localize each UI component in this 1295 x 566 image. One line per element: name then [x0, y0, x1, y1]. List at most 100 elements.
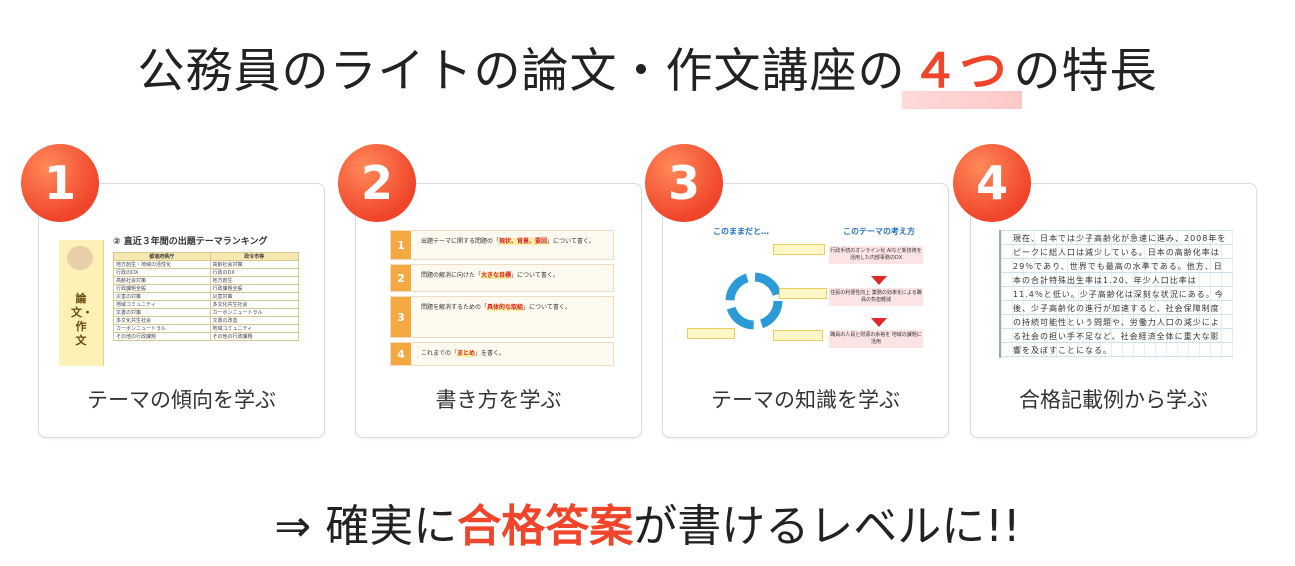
- step-text-part: 」について書く。: [511, 272, 559, 279]
- solution-box: 住民の利便性向上 業務の効率化による職員の負担軽減: [829, 288, 923, 306]
- feature-card-3: 3 このままだと… このテーマの考え方 行政手続のオンライン化 AIなど新技術を…: [645, 144, 949, 438]
- step-row: 2 問題の解消に向けた「大きな目標」について書く。: [390, 264, 614, 292]
- table-cell: 高齢社会対策: [113, 276, 211, 285]
- title-suffix: の特長: [1013, 44, 1158, 99]
- table-row: その他の行政課題その他の行政課題: [113, 332, 300, 341]
- theme-ranking-thumbnail: 論文・作文 ② 直近３年間の出題テーマランキング 都道府県庁 政令市等 地方創生…: [59, 222, 303, 366]
- thumb-heading-right: このテーマの考え方: [843, 227, 915, 236]
- table-cell: 行政課題全般: [209, 284, 300, 293]
- feature-label: 書き方を学ぶ: [435, 388, 562, 412]
- step-highlight: まとめ: [457, 350, 476, 357]
- step-row: 4 これまでの「まとめ」を書く。: [390, 342, 614, 366]
- table-row: 地方創生・地域の活性化高齢社会対策: [113, 260, 300, 269]
- solution-box: 職員の人員と財源の余裕を 地域の課題に活用: [829, 330, 923, 348]
- title-accent: ４つ: [906, 44, 1014, 99]
- feature-number-badge: 1: [21, 144, 99, 222]
- table-cell: その他の行政課題: [113, 332, 211, 341]
- table-cell: 行政のDX: [113, 268, 211, 277]
- table-cell: カーボンニュートラル: [209, 308, 300, 317]
- step-text: 問題の解消に向けた「大きな目標」について書く。: [421, 271, 607, 280]
- step-text-part: 」を書く。: [475, 350, 506, 357]
- thumb-side-text: 論文・作文: [71, 292, 93, 347]
- table-cell: 災害の対策: [113, 292, 211, 301]
- feature-number-badge: 4: [953, 144, 1031, 222]
- step-row: 1 出題テーマに関する問題の「現状、背景、要因」について書く。: [390, 230, 614, 260]
- step-text-part: 出題テーマに関する問題の「: [421, 238, 500, 245]
- table-cell: 災害対策: [209, 292, 300, 301]
- step-text: 問題を解消するための「具体的な取組」について書く。: [421, 303, 607, 312]
- down-arrow-icon: [871, 276, 887, 285]
- table-cell: カーボンニュートラル: [113, 324, 211, 333]
- step-highlight: 具体的な取組: [487, 304, 524, 311]
- feature-card-1: 1 論文・作文 ② 直近３年間の出題テーマランキング 都道府県庁 政令市等 地方…: [21, 144, 325, 438]
- step-number: 1: [391, 231, 411, 259]
- tagline-suffix: が書けるレベルに!!: [633, 501, 1021, 552]
- step-highlight: 現状、背景、要因: [499, 238, 548, 245]
- table-row: 行政課題全般行政課題全般: [113, 284, 300, 293]
- table-cell: 地域コミュニティ: [113, 300, 211, 309]
- table-cell: 行政課題全般: [113, 284, 211, 293]
- manuscript-grid: [999, 230, 1233, 358]
- feature-label: テーマの知識を学ぶ: [711, 388, 900, 412]
- step-row: 3 問題を解消するための「具体的な取組」について書く。: [390, 296, 614, 338]
- solution-box: 行政手続のオンライン化 AIなど新技術を活用した内部事務のDX: [829, 246, 923, 264]
- table-cell: 行政のDX: [209, 268, 300, 277]
- step-text-part: 」について書く。: [523, 304, 571, 311]
- step-text-part: これまでの「: [421, 350, 458, 357]
- theme-knowledge-thumbnail: このままだと… このテーマの考え方 行政手続のオンライン化 AIなど新技術を活用…: [683, 222, 927, 366]
- bottom-tagline: ⇒ 確実に合格答案が書けるレベルに!!: [0, 490, 1295, 554]
- table-row: 高齢社会対策地方創生: [113, 276, 300, 285]
- model-answer-thumbnail: 現在、日本では少子高齢化が急速に進み、2008年をピークに総人口は減少している。…: [991, 222, 1235, 366]
- table-row: 地域コミュニティ多文化共生社会: [113, 300, 300, 309]
- step-text: 出題テーマに関する問題の「現状、背景、要因」について書く。: [421, 237, 607, 246]
- step-number: 2: [391, 265, 411, 291]
- step-text-part: 問題を解消するための「: [421, 304, 488, 311]
- title-prefix: 公務員のライトの論文・作文講座の: [137, 44, 906, 99]
- down-arrow-icon: [871, 318, 887, 327]
- table-row: 多文化共生社会文書の改善: [113, 316, 300, 325]
- model-answer-text: 現在、日本では少子高齢化が急速に進み、2008年をピークに総人口は減少している。…: [1013, 234, 1227, 355]
- thumb-heading: ② 直近３年間の出題テーマランキング: [113, 237, 268, 247]
- feature-number-badge: 2: [338, 144, 416, 222]
- table-cell: 地域コミュニティ: [209, 324, 300, 333]
- step-text-part: 問題の解消に向けた「: [421, 272, 482, 279]
- table-cell: 地方創生: [209, 276, 300, 285]
- feature-label: 合格記載例から学ぶ: [1019, 388, 1208, 412]
- issue-box: [687, 328, 735, 339]
- table-header-row: 都道府県庁 政令市等: [113, 252, 300, 261]
- step-highlight: 大きな目標: [481, 272, 512, 279]
- table-cell: 地方創生・地域の活性化: [113, 260, 211, 269]
- thumb-heading-left: このままだと…: [713, 227, 769, 236]
- cycle-arrows-icon: [725, 272, 783, 330]
- writing-steps-thumbnail: 1 出題テーマに関する問題の「現状、背景、要因」について書く。 2 問題の解消に…: [376, 222, 620, 366]
- avatar: [67, 246, 93, 270]
- tagline-prefix: ⇒ 確実に: [274, 501, 458, 552]
- step-number: 4: [391, 343, 411, 365]
- table-cell: 文書の改善: [209, 316, 300, 325]
- feature-label: テーマの傾向を学ぶ: [87, 388, 276, 412]
- table-cell: 高齢社会対策: [209, 260, 300, 269]
- table-cell: 多文化共生社会: [113, 316, 211, 325]
- table-cell: 文書の対策: [113, 308, 211, 317]
- col-header-right: 政令市等: [209, 252, 300, 261]
- issue-box: [773, 330, 823, 341]
- feature-card-4: 4 現在、日本では少子高齢化が急速に進み、2008年をピークに総人口は減少してい…: [953, 144, 1257, 438]
- table-row: カーボンニュートラル地域コミュニティ: [113, 324, 300, 333]
- tagline-accent: 合格答案: [457, 501, 634, 552]
- table-row: 文書の対策カーボンニュートラル: [113, 308, 300, 317]
- issue-box: [773, 244, 825, 255]
- issue-box: [779, 288, 827, 299]
- table-cell: 多文化共生社会: [209, 300, 300, 309]
- step-text: これまでの「まとめ」を書く。: [421, 349, 607, 358]
- table-cell: その他の行政課題: [209, 332, 300, 341]
- step-number: 3: [391, 297, 411, 337]
- thumb-sidebar: 論文・作文: [59, 240, 104, 366]
- feature-number-badge: 3: [645, 144, 723, 222]
- table-row: 災害の対策災害対策: [113, 292, 300, 301]
- step-text-part: 」について書く。: [547, 238, 595, 245]
- col-header-left: 都道府県庁: [113, 252, 211, 261]
- feature-card-2: 2 1 出題テーマに関する問題の「現状、背景、要因」について書く。 2 問題の解…: [338, 144, 642, 438]
